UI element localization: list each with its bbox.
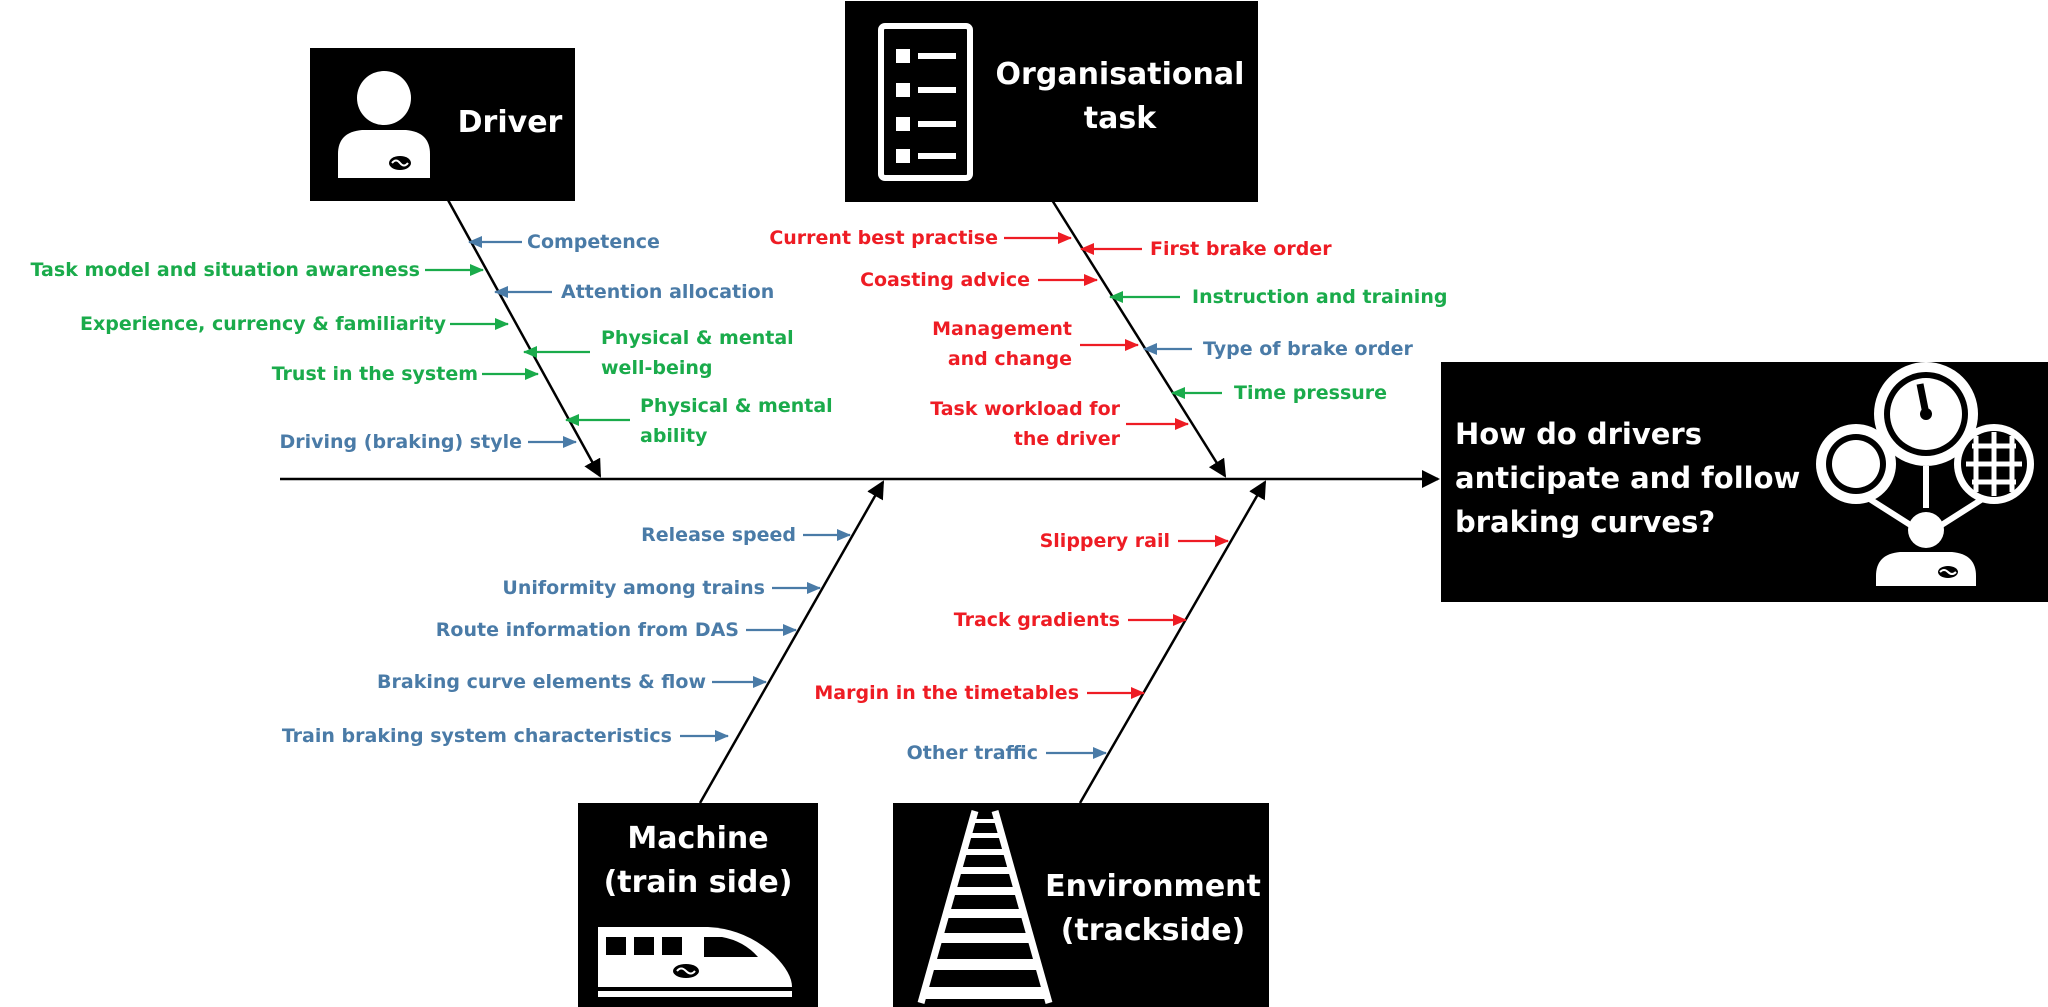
problem-statement: How do drivers anticipate and follow bra… — [1455, 417, 1801, 539]
machine-bone — [698, 480, 885, 804]
factor-time-pressure: Time pressure — [1234, 382, 1388, 404]
environment-label: Environment (trackside) — [1045, 869, 1261, 948]
driver-box: Driver — [310, 48, 575, 201]
railway-track-icon — [917, 810, 1053, 1004]
person-icon — [338, 71, 430, 178]
factor-ability: Physical & mental ability — [640, 395, 833, 447]
environment-bone — [1078, 480, 1267, 804]
factor-best-practise: Current best practise — [769, 227, 998, 249]
train-icon — [598, 927, 792, 997]
factor-wellbeing: Physical & mental well-being — [601, 327, 794, 379]
factor-attention-allocation: Attention allocation — [561, 281, 775, 303]
problem-box: How do drivers anticipate and follow bra… — [1441, 362, 2048, 602]
train-driver-with-dials-icon — [1816, 362, 2034, 586]
factor-task-model: Task model and situation awareness — [30, 259, 420, 281]
environment-box: Environment (trackside) — [893, 803, 1269, 1007]
factor-trust: Trust in the system — [271, 363, 478, 385]
checklist-icon — [878, 23, 973, 181]
factor-experience: Experience, currency & familiarity — [80, 313, 446, 335]
factor-competence: Competence — [527, 231, 660, 253]
factor-route-information: Route information from DAS — [435, 619, 739, 641]
driver-label: Driver — [457, 105, 563, 140]
machine-label: Machine (train side) — [603, 821, 793, 900]
machine-box: Machine (train side) — [578, 803, 818, 1007]
factor-track-gradients: Track gradients — [953, 609, 1120, 631]
factor-first-brake-order: First brake order — [1150, 238, 1332, 260]
factor-uniformity: Uniformity among trains — [502, 577, 765, 599]
factor-driving-style: Driving (braking) style — [279, 431, 522, 453]
factor-slippery-rail: Slippery rail — [1039, 530, 1170, 552]
factor-braking-curve: Braking curve elements & flow — [377, 671, 706, 693]
factor-margin-timetables: Margin in the timetables — [814, 682, 1079, 704]
factor-other-traffic: Other traffic — [906, 742, 1038, 764]
factor-instruction-training: Instruction and training — [1192, 286, 1448, 308]
factor-management-change: Management and change — [932, 318, 1072, 370]
organisational-task-box: Organisational task — [845, 1, 1258, 202]
factor-coasting-advice: Coasting advice — [860, 269, 1030, 291]
factor-release-speed: Release speed — [641, 524, 796, 546]
organisational-task-label: Organisational task — [995, 57, 1245, 136]
factor-task-workload: Task workload for the driver — [930, 398, 1120, 450]
factor-type-brake-order: Type of brake order — [1203, 338, 1413, 360]
factor-train-braking-system: Train braking system characteristics — [281, 725, 672, 747]
